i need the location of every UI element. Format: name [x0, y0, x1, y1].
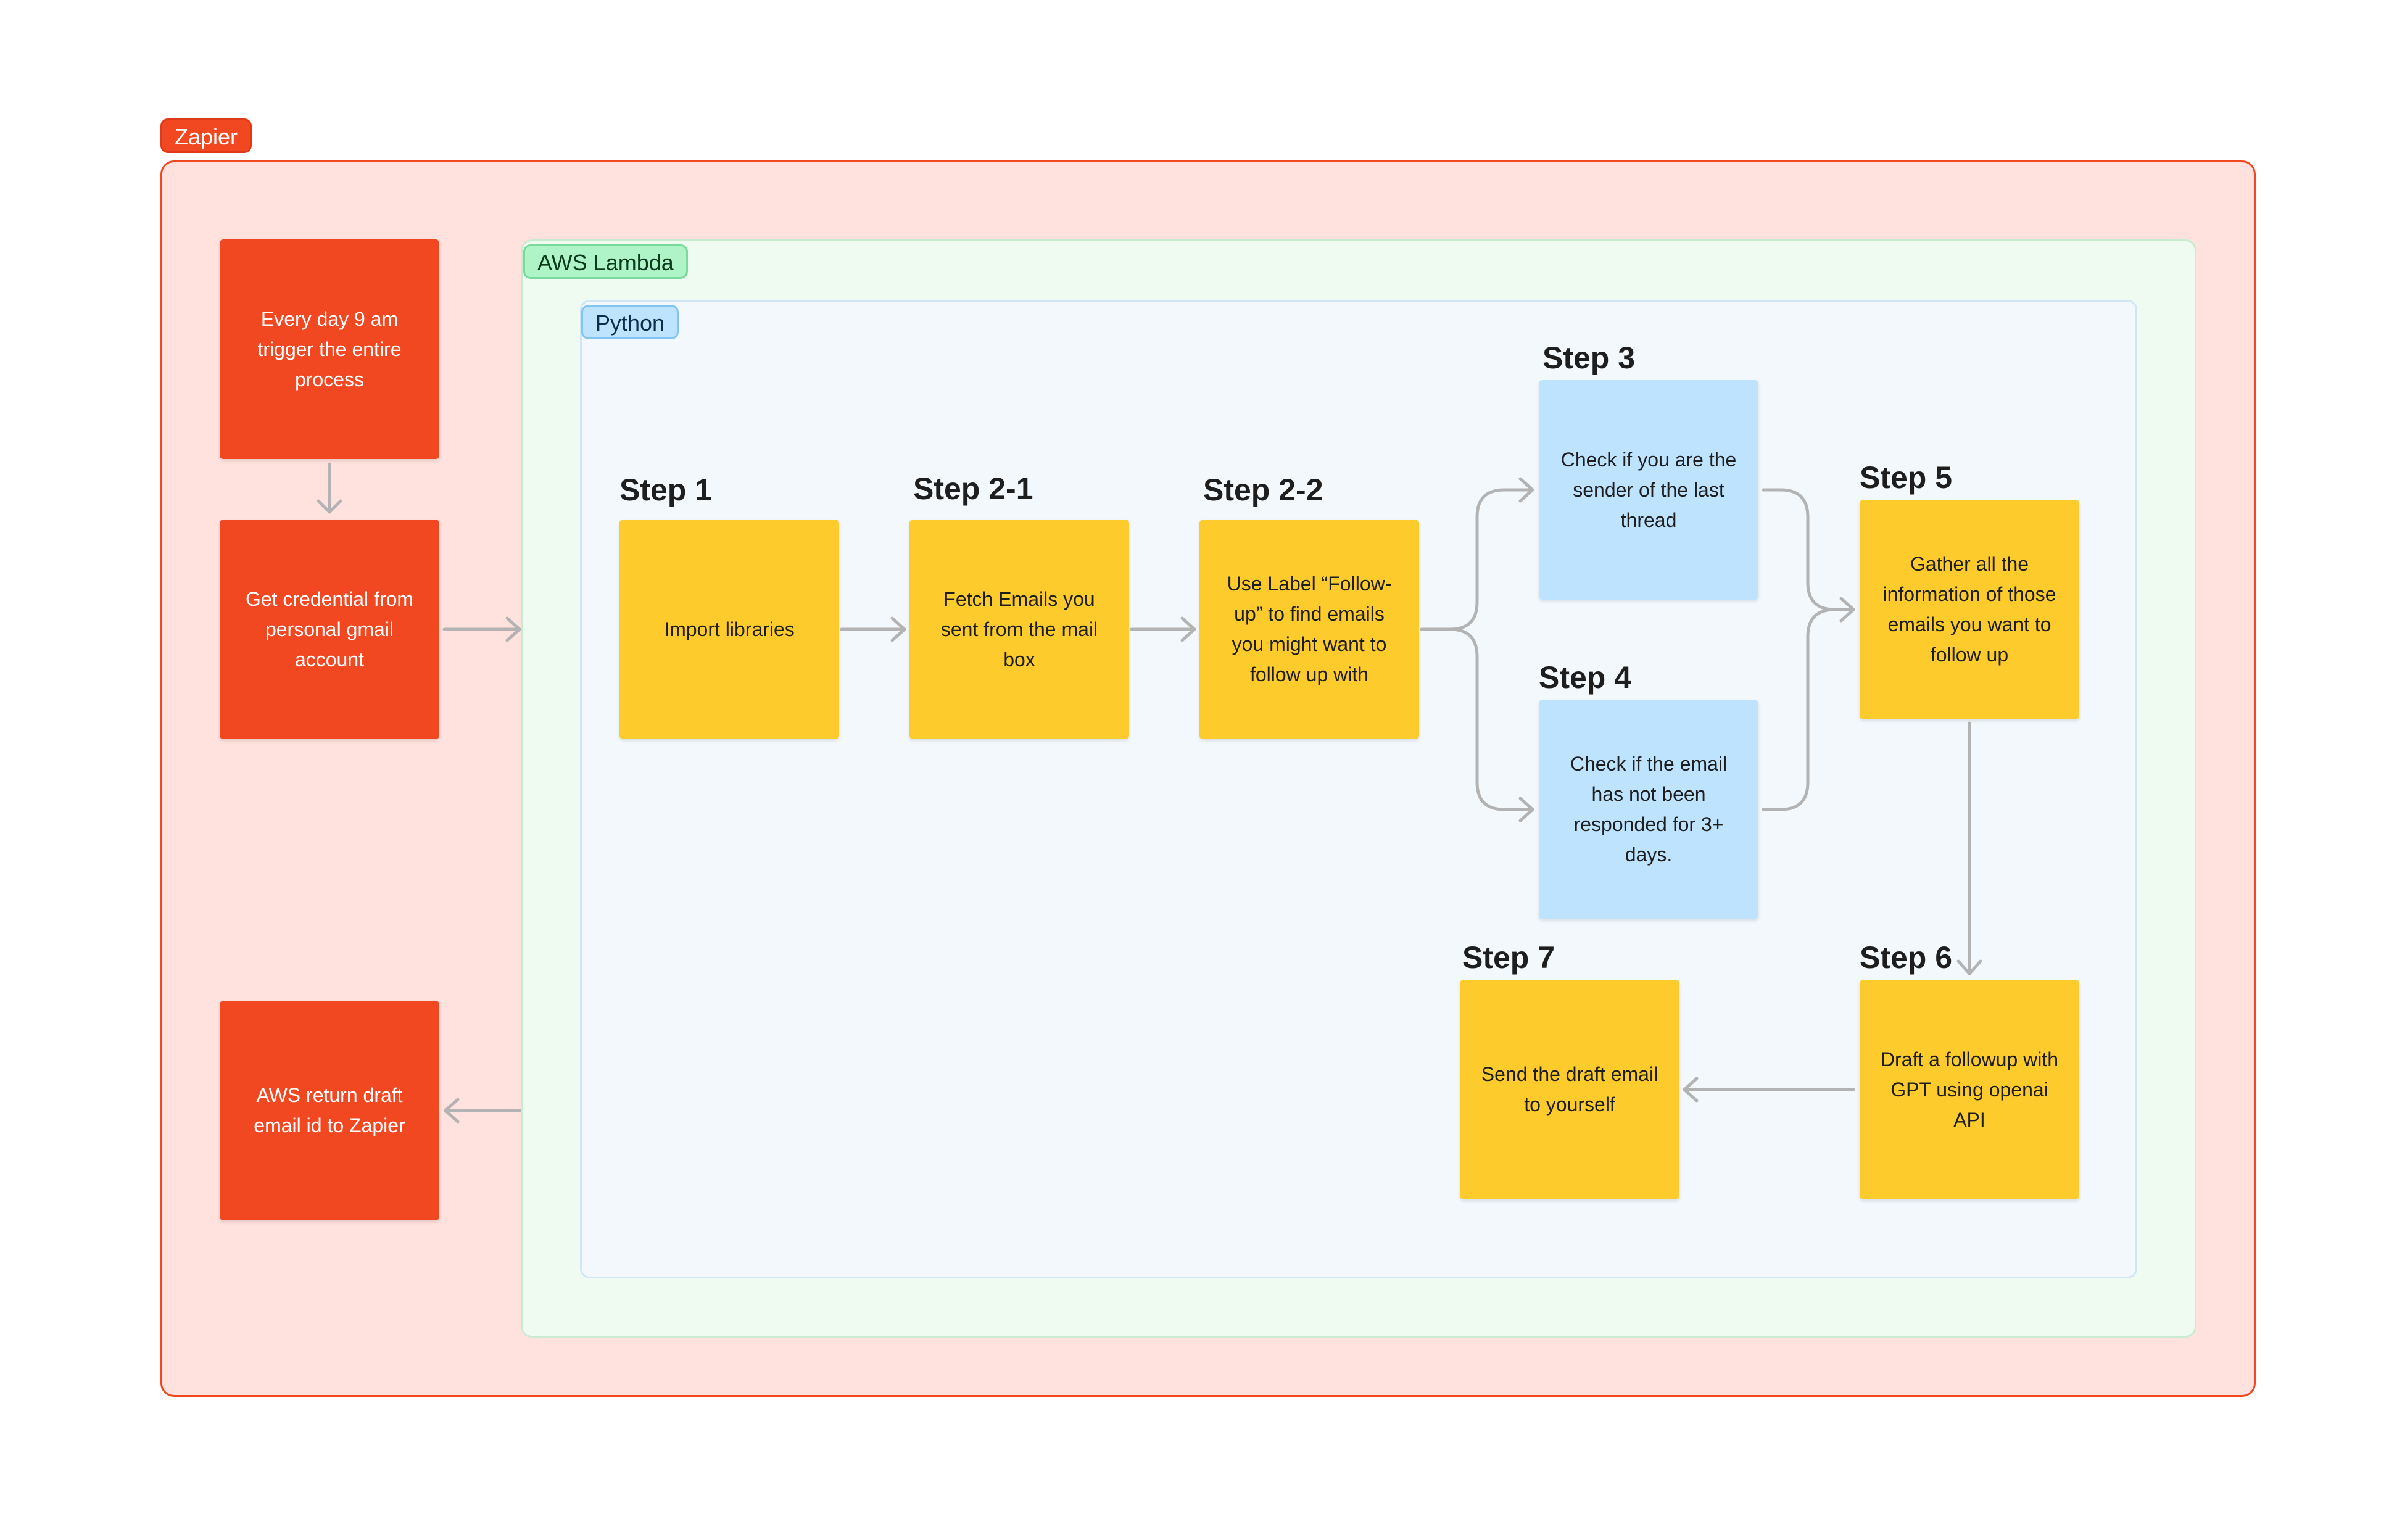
sticky-step5-text: Gather all the information of those emai… — [1882, 553, 2056, 666]
step4-label: Step 4 — [1539, 660, 1632, 695]
sticky-step7-text: Send the draft email to yourself — [1481, 1063, 1658, 1116]
connector-step2-2-to-step3 — [1420, 488, 1534, 631]
sticky-step3[interactable]: Check if you are the sender of the last … — [1539, 380, 1758, 600]
connector-step3-to-step5 — [1762, 488, 1855, 611]
step5-label: Step 5 — [1860, 460, 1953, 495]
step3-label: Step 3 — [1542, 341, 1636, 375]
sticky-step7[interactable]: Send the draft email to yourself — [1460, 980, 1679, 1199]
arrowhead-step2-2 — [1180, 616, 1196, 642]
sticky-credential-text: Get credential from personal gmail accou… — [245, 587, 414, 671]
step6-label: Step 6 — [1860, 940, 1953, 975]
arrowhead-step4 — [1518, 797, 1534, 822]
aws-lambda-frame-title[interactable]: AWS Lambda — [523, 244, 688, 279]
arrowhead-step5 — [1839, 597, 1855, 623]
sticky-step4[interactable]: Check if the email has not been responde… — [1539, 700, 1758, 919]
arrowhead-step2-1 — [890, 616, 906, 642]
arrowhead-return-draft — [444, 1098, 460, 1124]
step1-label: Step 1 — [619, 473, 713, 507]
sticky-step6[interactable]: Draft a followup with GPT using openai A… — [1860, 980, 2079, 1199]
sticky-step4-text: Check if the email has not been responde… — [1570, 753, 1728, 866]
sticky-return-draft[interactable]: AWS return draft email id to Zapier — [220, 1001, 439, 1220]
arrowhead-credential — [317, 499, 342, 514]
arrowhead-lambda-entry — [505, 616, 521, 642]
step2-1-label: Step 2-1 — [913, 471, 1033, 506]
sticky-step2-1[interactable]: Fetch Emails you sent from the mail box — [909, 520, 1129, 739]
sticky-step2-1-text: Fetch Emails you sent from the mail box — [940, 587, 1098, 671]
sticky-step5[interactable]: Gather all the information of those emai… — [1860, 500, 2079, 719]
connector-step2-2-to-step4 — [1448, 627, 1534, 811]
step7-label: Step 7 — [1462, 940, 1555, 975]
zapier-frame-title[interactable]: Zapier — [160, 118, 252, 153]
sticky-step6-text: Draft a followup with GPT using openai A… — [1880, 1048, 2059, 1131]
python-section-title[interactable]: Python — [581, 305, 679, 339]
sticky-step1[interactable]: Import libraries — [619, 520, 839, 739]
sticky-step1-text: Import libraries — [664, 618, 795, 640]
arrowhead-step6 — [1956, 959, 1982, 975]
arrowhead-step3 — [1518, 477, 1534, 503]
step2-2-label: Step 2-2 — [1203, 473, 1323, 507]
sticky-return-draft-text: AWS return draft email id to Zapier — [254, 1084, 405, 1136]
sticky-step3-text: Check if you are the sender of the last … — [1560, 448, 1737, 531]
sticky-trigger-text: Every day 9 am trigger the entire proces… — [257, 307, 402, 391]
arrowhead-step7 — [1683, 1077, 1699, 1103]
sticky-step2-2-text: Use Label “Follow-up” to find emails you… — [1227, 573, 1392, 685]
connector-step4-to-step5 — [1762, 608, 1837, 811]
sticky-trigger[interactable]: Every day 9 am trigger the entire proces… — [220, 239, 439, 459]
sticky-step2-2[interactable]: Use Label “Follow-up” to find emails you… — [1199, 520, 1419, 739]
sticky-credential[interactable]: Get credential from personal gmail accou… — [220, 520, 439, 739]
